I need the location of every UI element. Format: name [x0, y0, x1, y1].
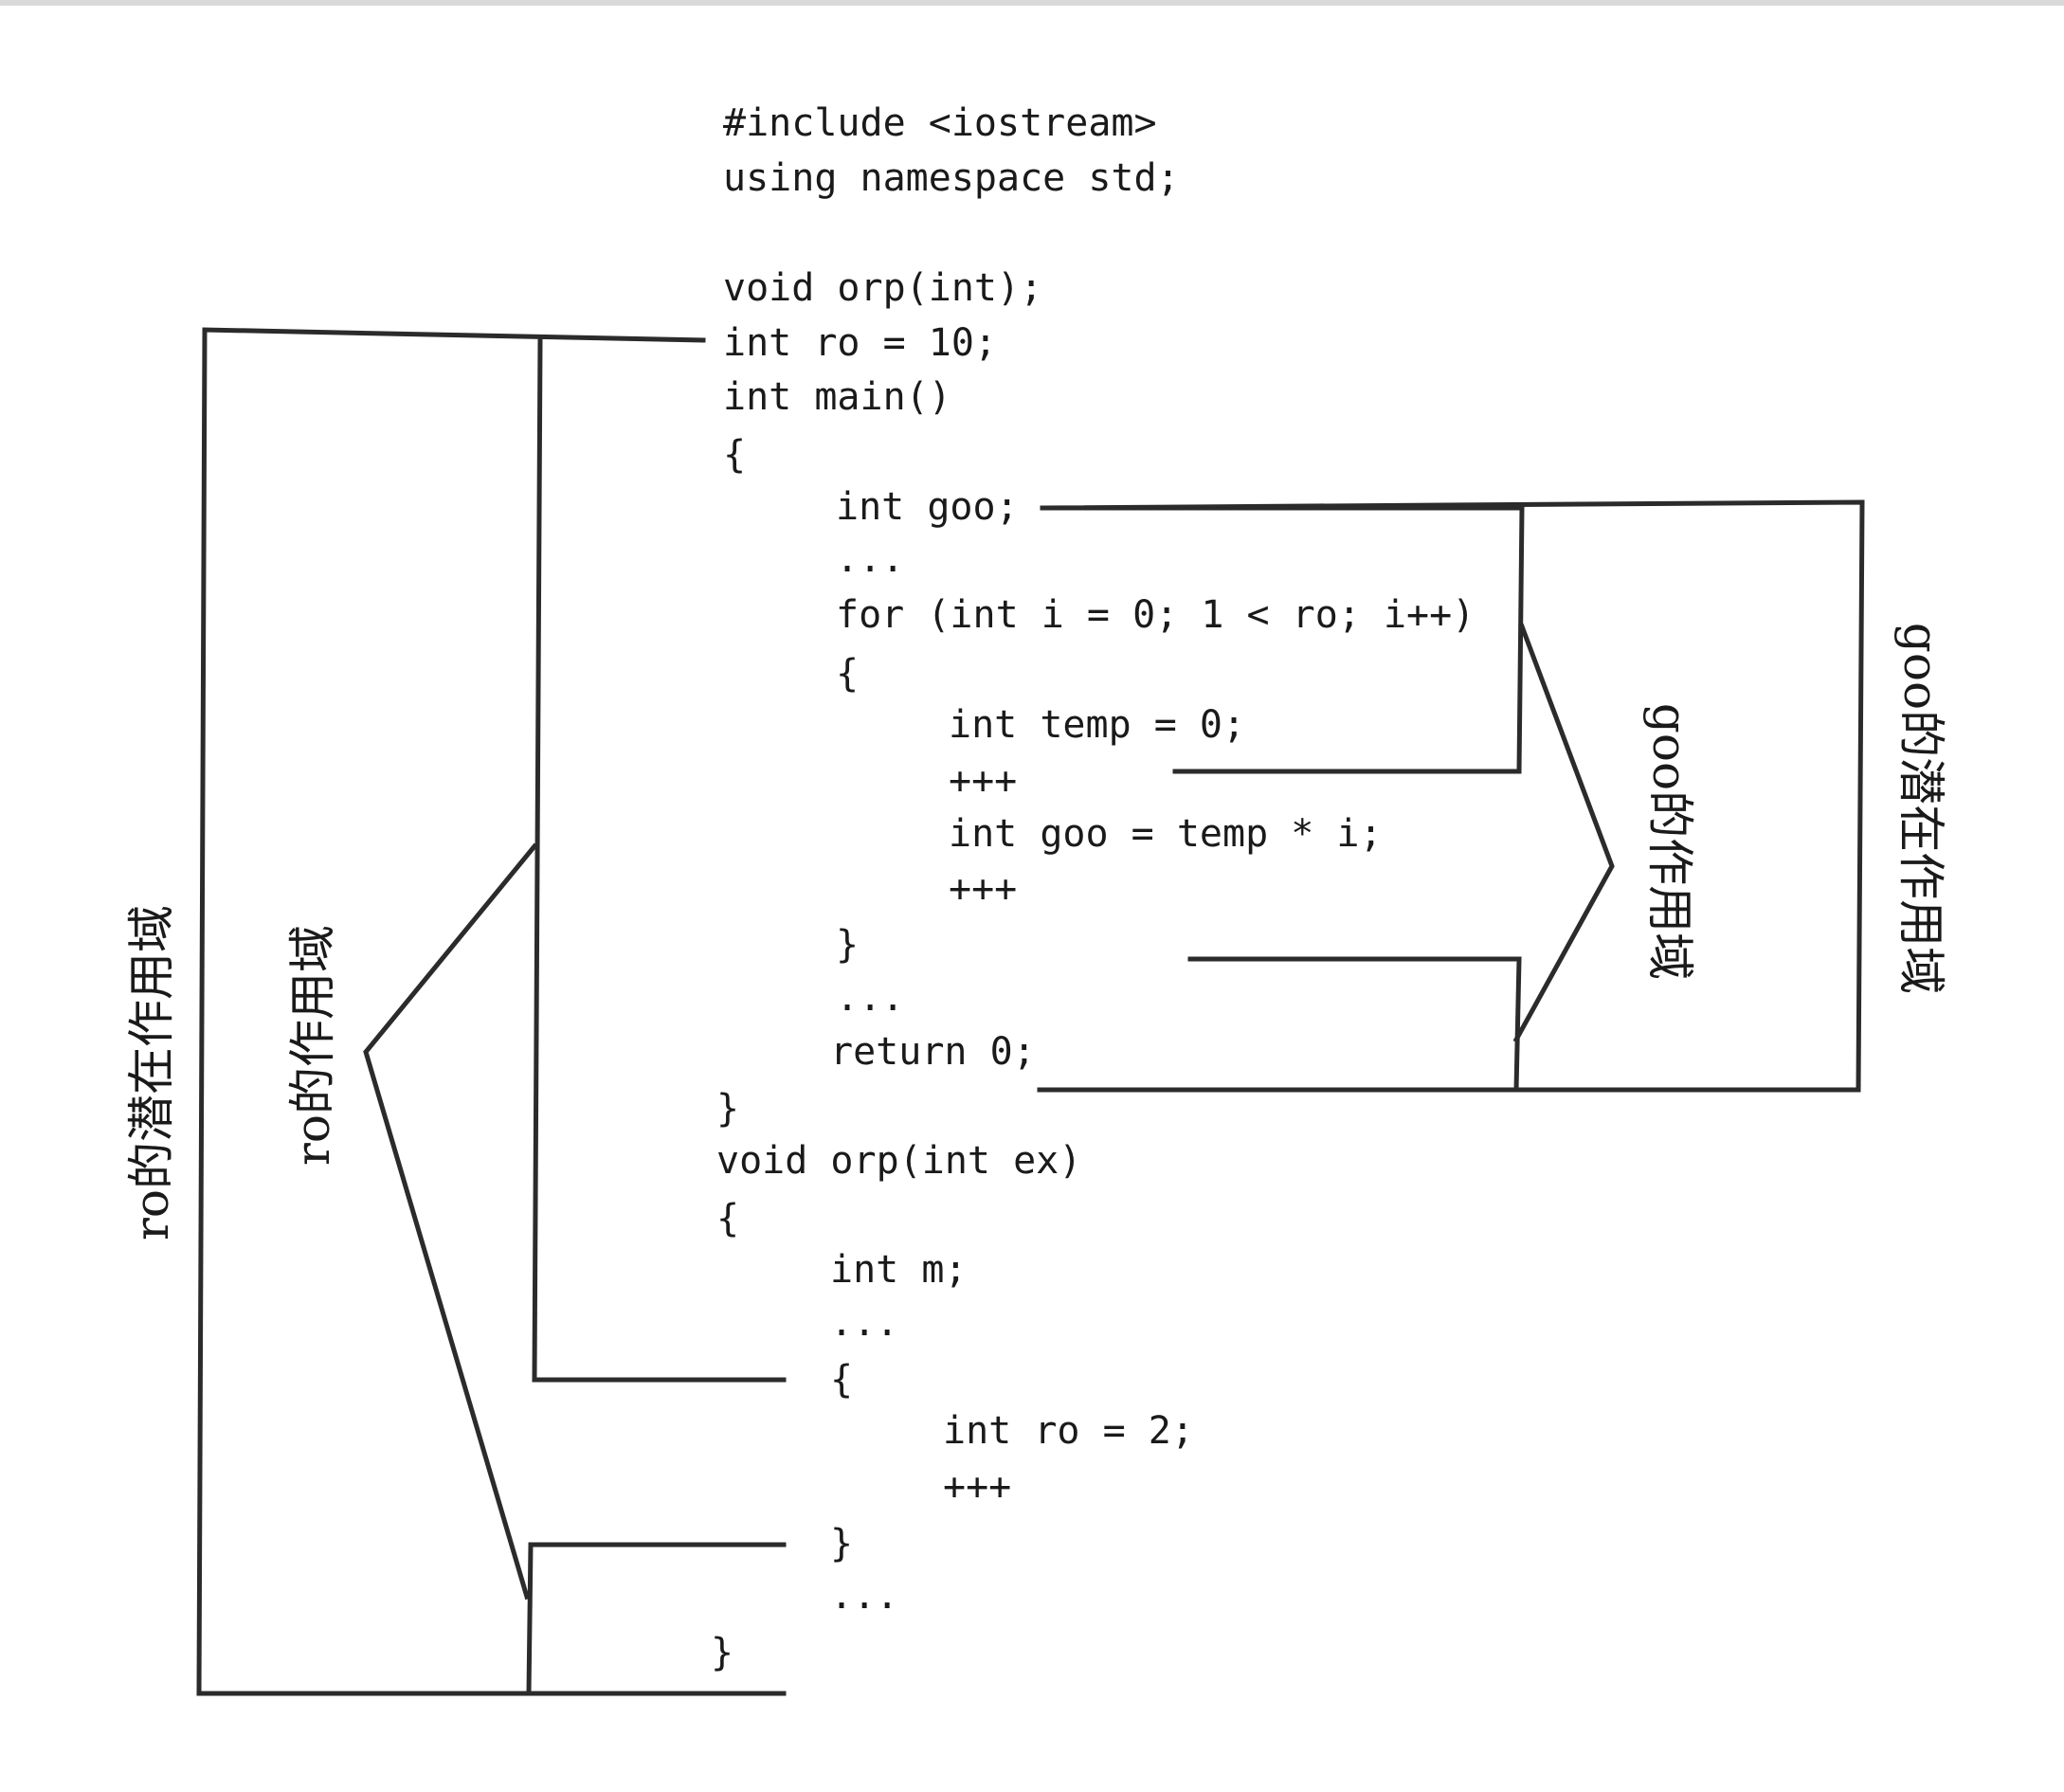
- code-line-orp-close: }: [711, 1631, 734, 1674]
- code-line-main-open: {: [723, 433, 747, 477]
- top-edge-shade: [0, 0, 2064, 6]
- goo-potential-scope-bracket: [1037, 499, 1865, 1093]
- code-line-using: using namespace std;: [723, 156, 1180, 200]
- code-line-orp-open: {: [716, 1197, 740, 1240]
- code-line-plus-1: +++: [949, 759, 1018, 803]
- code-line-for: for (int i = 0; 1 < ro; i++): [836, 593, 1476, 637]
- code-line-goo-decl: int goo;: [836, 485, 1019, 529]
- code-line-ellipsis-2: ...: [836, 976, 905, 1020]
- code-line-ellipsis-1: ...: [836, 537, 905, 581]
- code-line-for-close: }: [836, 923, 860, 967]
- code-line-ro-local: int ro = 2;: [943, 1409, 1194, 1453]
- code-line-temp: int temp = 0;: [949, 703, 1246, 747]
- ro-scope-bracket-upper: [532, 337, 787, 1383]
- ro-scope-bracket-lower: [526, 1542, 787, 1696]
- ro-potential-scope-bracket: [196, 327, 787, 1696]
- code-line-m-decl: int m;: [830, 1248, 968, 1292]
- code-line-main-close: }: [716, 1087, 740, 1131]
- code-line-block-open: {: [830, 1358, 854, 1402]
- ro-potential-scope-label: ro的潜在作用域: [124, 904, 179, 1241]
- code-line-for-open: {: [836, 652, 860, 696]
- goo-scope-pointer: [1512, 623, 1615, 1043]
- code-line-block-close: }: [830, 1522, 854, 1566]
- code-line-include: #include <iostream>: [723, 101, 1157, 145]
- goo-scope-bracket-upper: [1040, 505, 1525, 774]
- code-line-return: return 0;: [830, 1030, 1036, 1074]
- goo-potential-scope-label: goo的潜在作用域: [1893, 622, 1948, 995]
- code-line-ellipsis-4: ...: [830, 1574, 899, 1618]
- goo-scope-bracket-lower: [1187, 956, 1522, 1093]
- code-line-orp-decl: void orp(int);: [723, 266, 1043, 310]
- goo-scope-label: goo的作用域: [1642, 702, 1697, 981]
- code-line-goo-inner: int goo = temp * i;: [949, 812, 1383, 856]
- code-line-main: int main(): [723, 375, 951, 419]
- code-line-ellipsis-3: ...: [830, 1301, 899, 1345]
- code-line-orp-def: void orp(int ex): [716, 1139, 1082, 1183]
- ro-scope-label: ro的作用域: [285, 924, 340, 1167]
- code-line-plus-3: +++: [943, 1465, 1012, 1509]
- ro-scope-pointer: [363, 842, 538, 1601]
- code-line-plus-2: +++: [949, 867, 1018, 911]
- code-line-ro-global: int ro = 10;: [723, 321, 997, 365]
